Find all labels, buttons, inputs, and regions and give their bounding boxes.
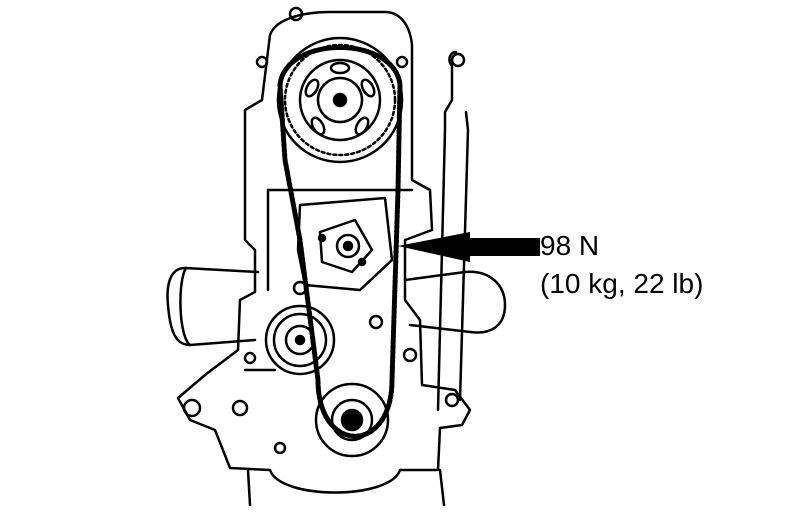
bolt xyxy=(182,398,202,418)
idler-pulley xyxy=(264,304,336,376)
bolt xyxy=(255,55,269,69)
left-pipe xyxy=(166,266,260,347)
timing-belt xyxy=(277,45,403,439)
dipstick xyxy=(436,50,458,412)
left-pipe-flange xyxy=(179,266,192,347)
block-skirt-right xyxy=(438,468,446,507)
force-arrow xyxy=(398,232,540,262)
bolt xyxy=(243,351,257,365)
right-pipe xyxy=(403,270,507,334)
bolt xyxy=(288,6,304,22)
engine-block-outline xyxy=(176,10,472,494)
force-equivalent-label: (10 kg, 22 lb) xyxy=(540,268,704,299)
bolt xyxy=(368,314,384,330)
force-value-label: 98 N xyxy=(540,230,600,261)
bolt xyxy=(273,441,287,455)
bolt xyxy=(231,399,249,417)
block-skirt-left xyxy=(246,468,252,507)
belt-tensioner xyxy=(296,196,394,292)
dipstick-handle xyxy=(450,52,466,68)
dipstick-tube xyxy=(458,110,470,402)
bolt xyxy=(402,347,418,363)
bolt xyxy=(444,392,460,408)
crankshaft-pulley xyxy=(314,382,390,458)
bolt xyxy=(395,55,409,69)
bolt xyxy=(292,280,308,296)
